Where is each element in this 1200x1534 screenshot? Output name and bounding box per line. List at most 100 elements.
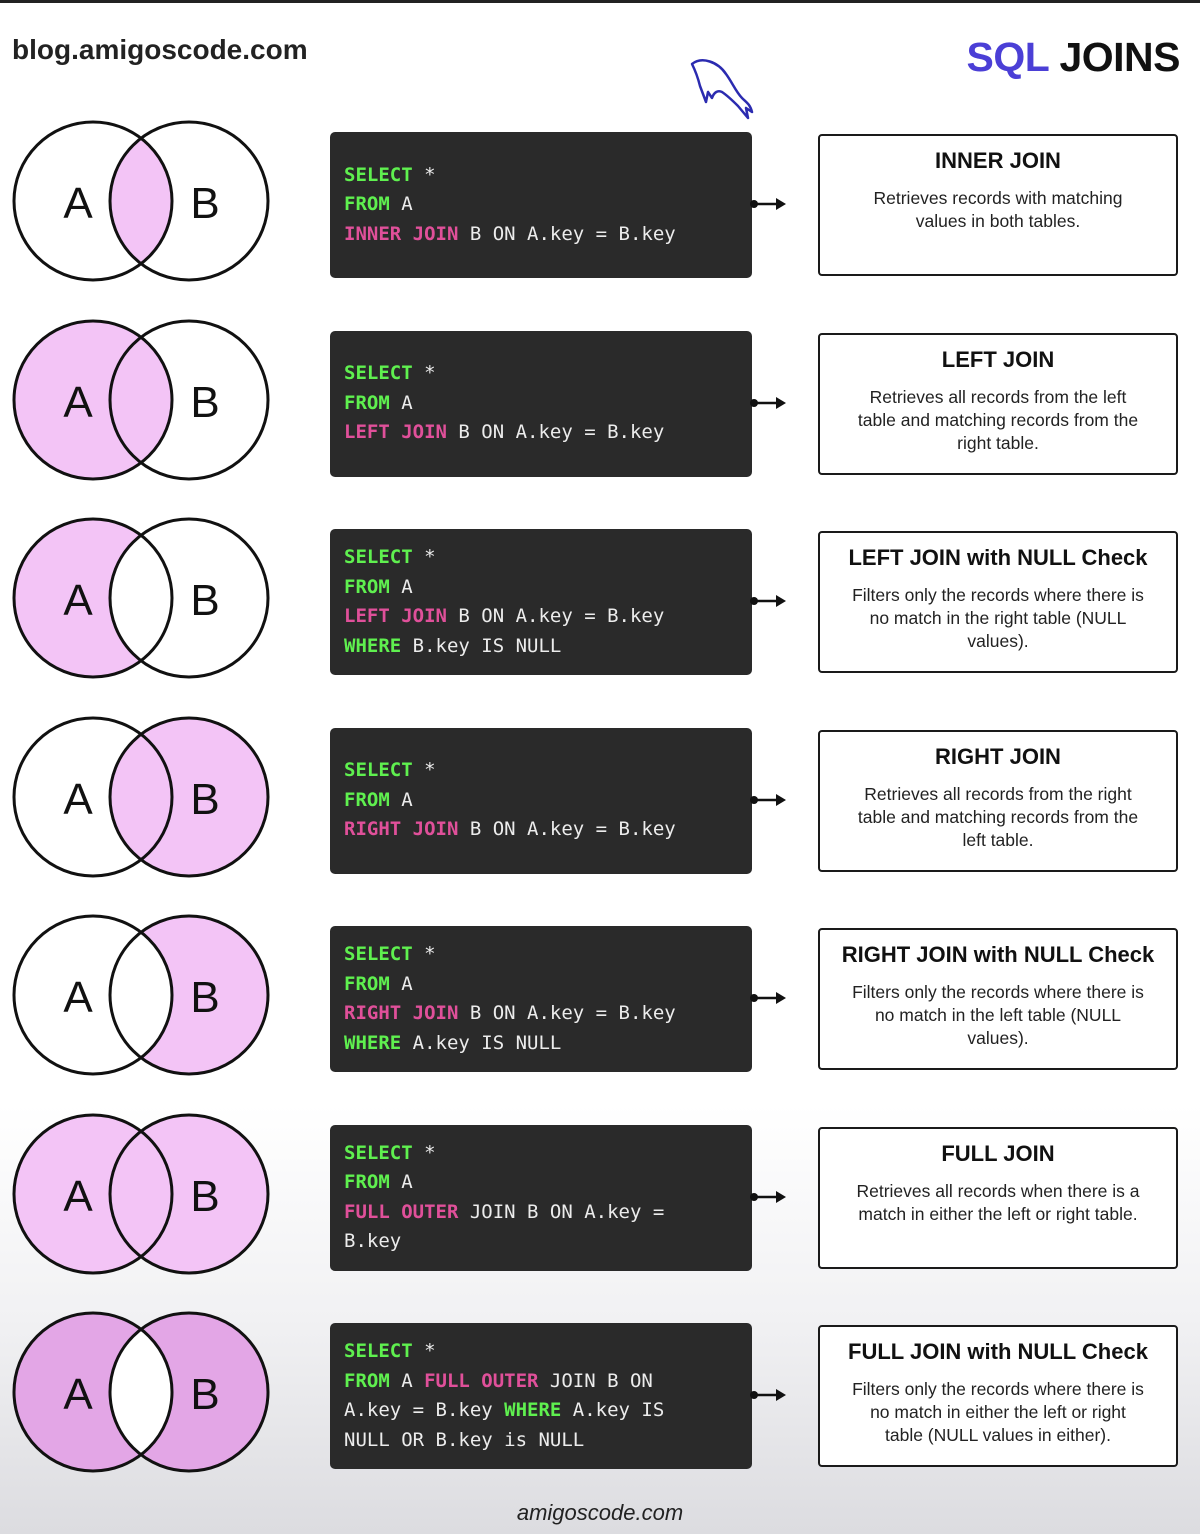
join-description: Retrieves all records when there is a ma… [856,1180,1140,1224]
sql-token: A [389,972,413,995]
code-line: FROM A [344,970,738,1000]
venn-region-intersection [110,519,172,677]
join-title: FULL JOIN [941,1140,1055,1166]
arrow-right-icon [750,595,786,607]
venn-label-b: B [190,378,219,427]
code-line: RIGHT JOIN B ON A.key = B.key [344,815,738,845]
venn-region-intersection [110,1114,172,1273]
venn-circle-a [12,1113,174,1274]
code-line: SELECT * [344,1337,738,1367]
sql-keyword: SELECT [344,362,413,385]
join-description-card: FULL JOIN Retrieves all records when ther… [818,1126,1178,1269]
sql-token: B ON A.key = B.key [458,222,676,245]
join-title: FULL JOIN with NULL Check [848,1339,1148,1364]
sql-keyword: SELECT [344,546,413,568]
venn-circle-a [12,1311,174,1473]
join-description: Retrieves all records from the left tabl… [857,386,1139,453]
sql-keyword: SELECT [344,1141,413,1164]
venn-label-b: B [190,973,219,1022]
arrow-right-icon [750,1190,786,1203]
sql-token: B ON A.key = B.key [458,818,676,841]
sql-token: * [412,943,436,965]
dolphin-icon [690,59,754,120]
sql-token: B.key IS NULL [401,634,562,657]
sql-keyword: WHERE [504,1399,562,1421]
arrow-right-icon [750,1389,786,1401]
join-description: Retrieves records with matching values i… [873,188,1123,231]
venn-label-a: A [63,1370,93,1419]
join-title: RIGHT JOIN [935,743,1061,769]
arrow-right-icon [750,396,786,409]
site-url[interactable]: blog.amigoscode.com [12,34,308,65]
sql-keyword: FROM [344,1369,390,1392]
sql-token: * [412,546,436,568]
code-line: A.key = B.key WHERE A.key IS [344,1396,738,1426]
venn-label-a: A [63,973,93,1022]
sql-token: * [412,163,436,186]
venn-circle-a [12,914,174,1076]
sql-keyword: INNER JOIN [344,222,459,245]
venn-circle-b [108,1311,270,1473]
sql-keyword: FROM [344,788,390,811]
venn-circle-b [108,716,270,877]
venn-circle-b [108,914,270,1076]
code-line: FROM A [344,1168,738,1198]
sql-keyword: SELECT [344,759,413,782]
venn-label-a: A [63,775,93,824]
join-title: RIGHT JOIN with NULL Check [841,942,1155,967]
sql-keyword: FROM [344,391,390,414]
join-description-card: LEFT JOIN Retrieves all records from the … [818,332,1178,475]
venn-circle-a [12,120,174,282]
sql-token: JOIN B ON [538,1369,653,1392]
arrow-right-icon [750,992,786,1004]
join-title: LEFT JOIN [941,346,1055,372]
sql-token: * [412,1141,436,1164]
sql-keyword: SELECT [344,163,413,186]
venn-label-a: A [63,179,93,228]
page-title-rest: JOINS [1059,34,1180,80]
venn-region-intersection [110,717,172,876]
sql-token: A.key IS NULL [401,1031,562,1054]
code-line: SELECT * [344,543,738,573]
sql-keyword: FULL OUTER [344,1200,459,1223]
code-line: LEFT JOIN B ON A.key = B.key [344,418,738,448]
venn-circle-a [12,517,174,679]
venn-label-a: A [63,378,93,427]
sql-keyword: LEFT JOIN [344,421,447,444]
code-line: NULL OR B.key is NULL [344,1426,738,1456]
code-line: FROM A [344,190,738,220]
sql-token: A [389,1369,425,1392]
sql-token: A [389,1171,413,1193]
code-line: B.key [344,1227,738,1257]
venn-label-b: B [190,1370,219,1419]
venn-region-intersection [110,320,172,479]
sql-token: A.key IS [561,1399,665,1421]
venn-label-a: A [63,1172,93,1221]
code-line: FROM A FULL OUTER JOIN B ON [344,1367,738,1397]
venn-region-intersection [110,1313,172,1471]
code-line: SELECT * [344,940,738,970]
sql-keyword: SELECT [344,943,413,965]
venn-circle-a [12,716,174,877]
venn-region-intersection [110,122,172,280]
venn-circle-b [108,120,270,282]
venn-label-b: B [190,179,219,228]
venn-circle-b [108,1113,270,1274]
venn-label-b: B [190,1172,219,1221]
sql-token: A.key = B.key [344,1399,505,1421]
footer-url[interactable]: amigoscode.com [516,1500,684,1525]
venn-label-b: B [190,775,219,824]
